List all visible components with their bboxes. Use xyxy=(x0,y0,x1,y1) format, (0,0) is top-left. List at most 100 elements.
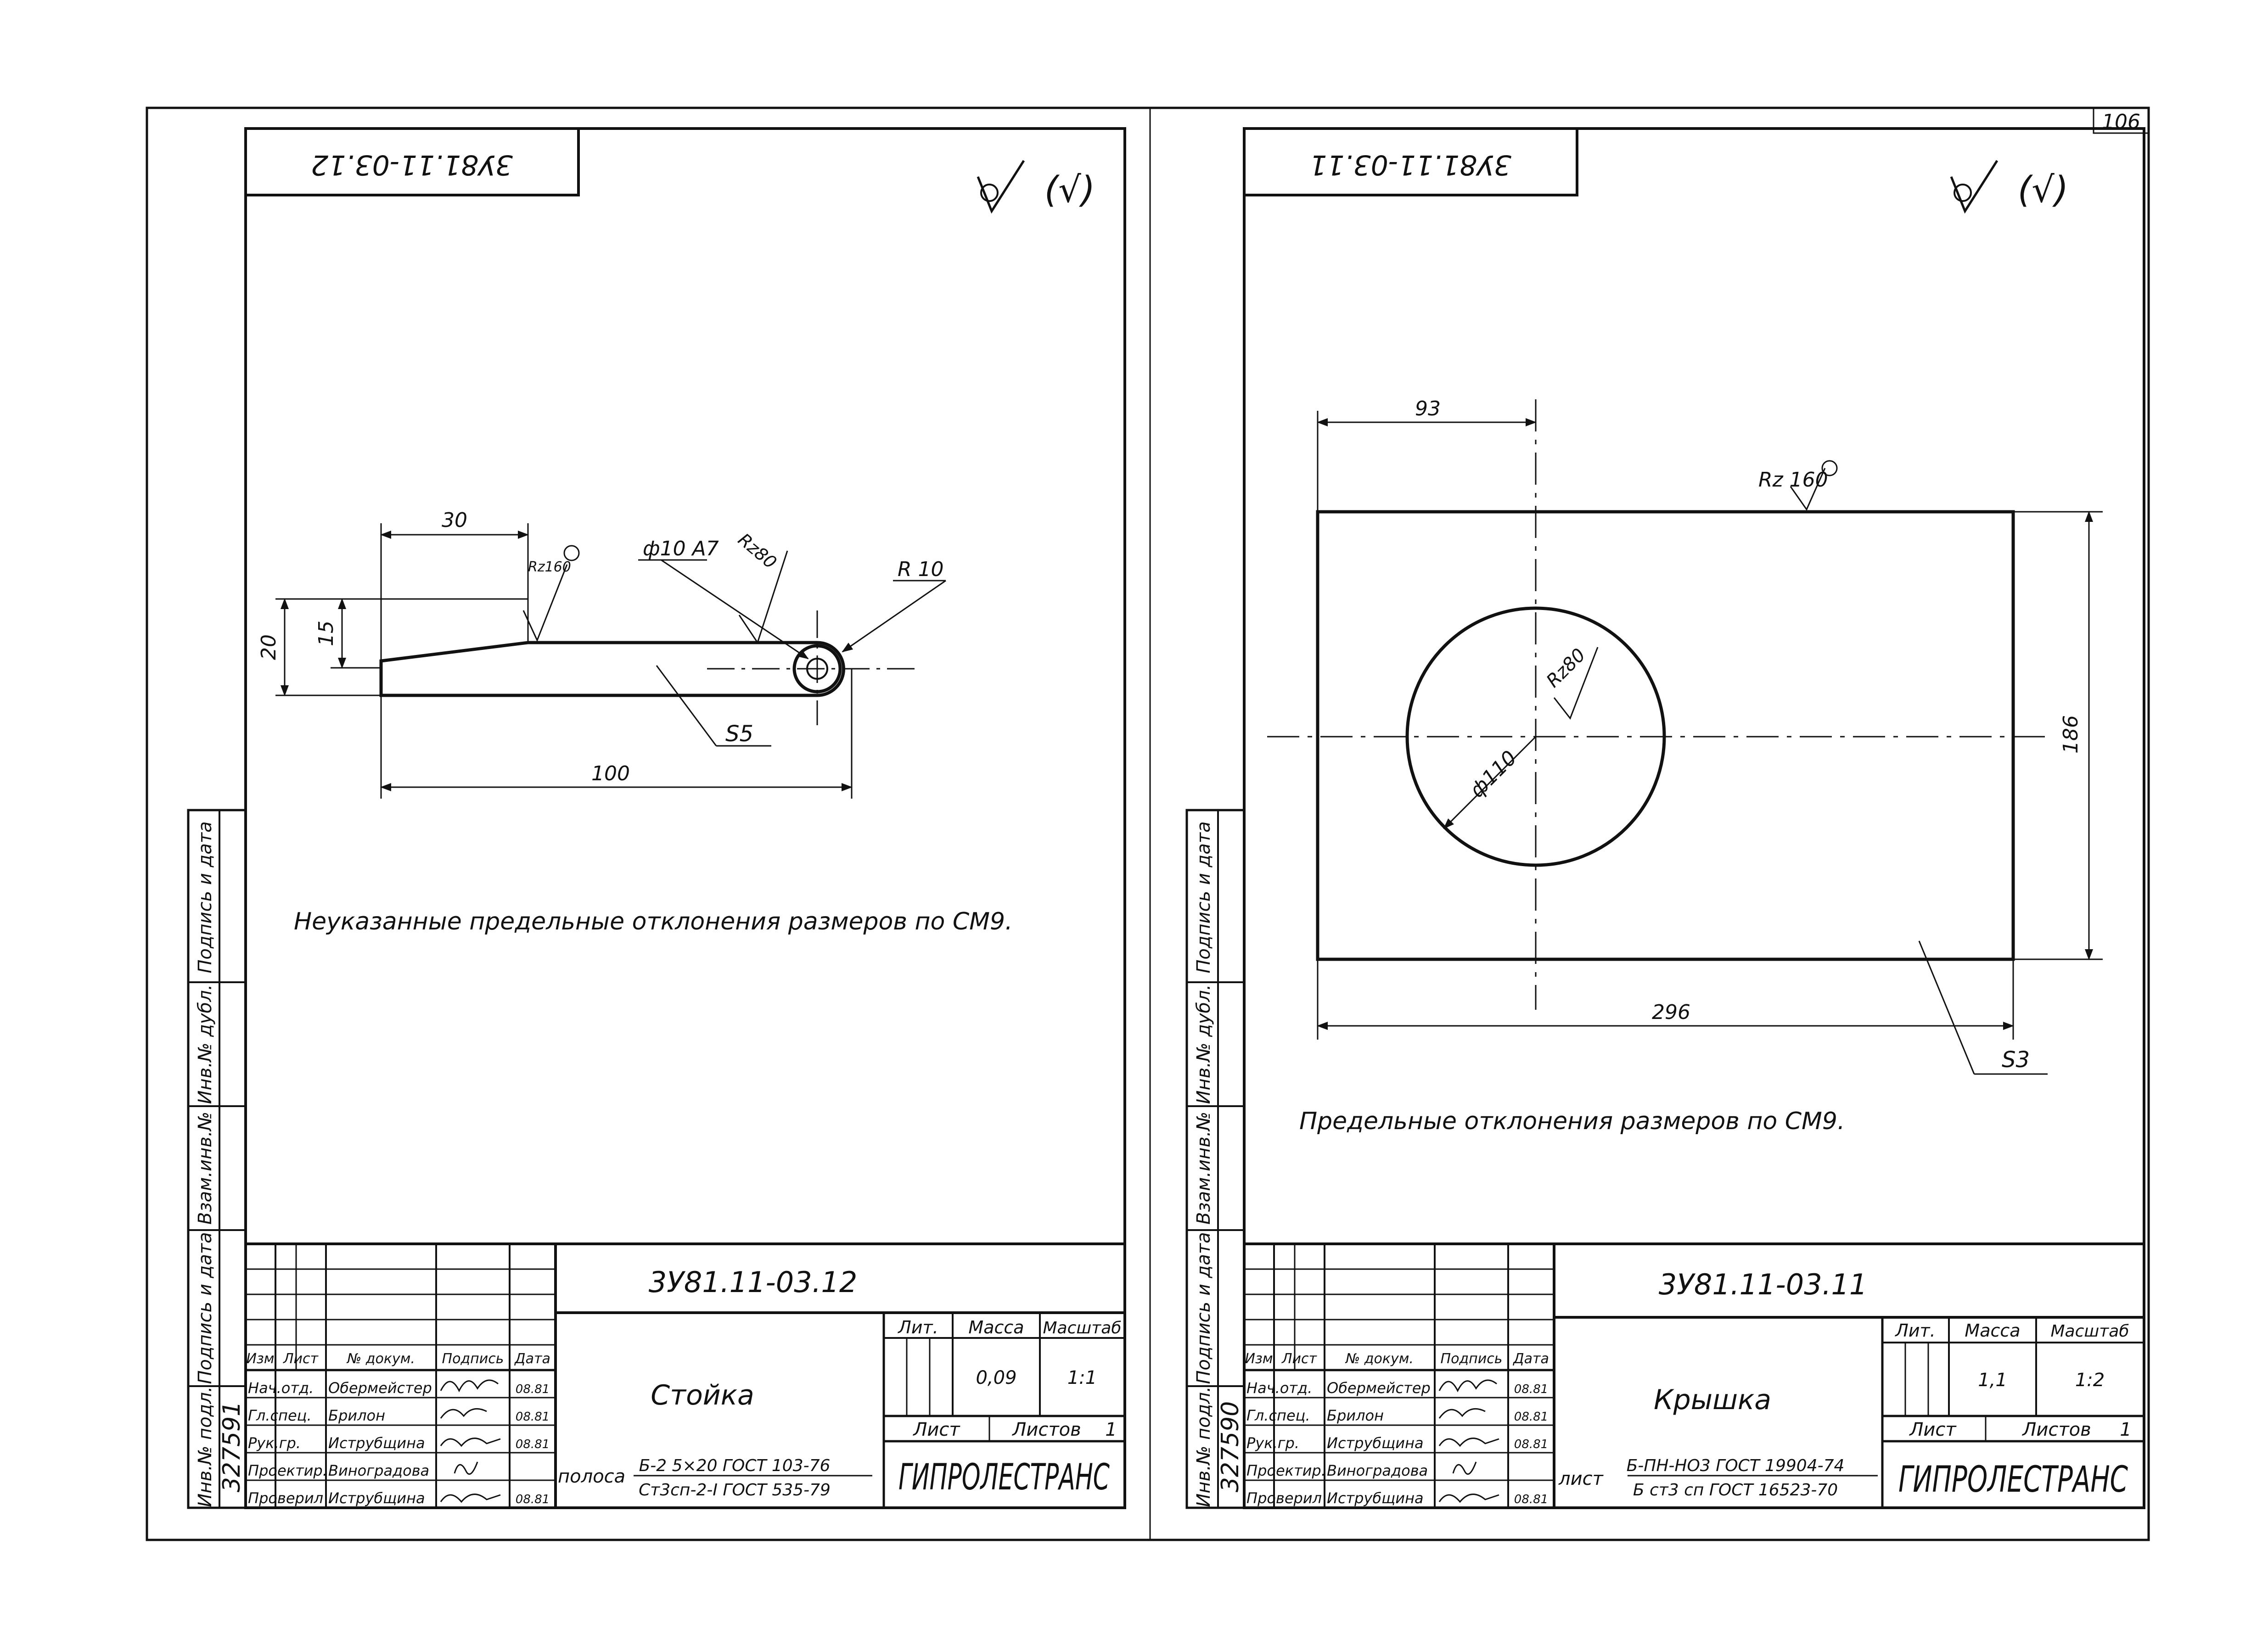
left-person-2: Брилон xyxy=(328,1407,385,1424)
right-role-2: Гл.спец. xyxy=(1246,1407,1310,1424)
left-lit-label: Лит. xyxy=(897,1317,938,1337)
right-stamp-label-3: Взам.инв.№ xyxy=(1193,1112,1214,1225)
left-sheet-frame xyxy=(244,127,1126,1509)
right-head-doc: № докум. xyxy=(1345,1351,1414,1367)
left-date-1: 08.81 xyxy=(516,1382,550,1396)
left-head-date: Дата xyxy=(514,1351,550,1367)
right-rotated-code: 3У81.11-03.11 xyxy=(1309,149,1511,181)
left-mass-value: 0,09 xyxy=(976,1367,1016,1388)
right-hole-label: ф110 xyxy=(1465,746,1521,802)
left-mass-label: Масса xyxy=(968,1317,1024,1337)
left-date-2: 08.81 xyxy=(516,1410,550,1424)
left-person-1: Обермейстер xyxy=(328,1379,432,1397)
right-signatures xyxy=(1438,1379,1499,1503)
left-stamp-label-3: Взам.инв.№ xyxy=(195,1112,216,1225)
right-inv-number: 327590 xyxy=(1217,1401,1244,1493)
left-dimension-lines xyxy=(275,523,946,799)
left-head-sign: Подпись xyxy=(442,1351,504,1367)
left-dim-left-inner: 15 xyxy=(314,621,338,646)
left-material-line2: Ст3сп-2-I ГОСТ 535-79 xyxy=(639,1481,831,1500)
right-date-1: 08.81 xyxy=(1514,1382,1548,1396)
left-title-code: 3У81.11-03.12 xyxy=(649,1265,858,1299)
right-role-1: Нач.отд. xyxy=(1246,1379,1312,1397)
right-side-stamp xyxy=(1185,809,1246,1509)
right-note: Предельные отклонения размеров по СМ9. xyxy=(1299,1108,1845,1135)
right-person-2: Брилон xyxy=(1327,1407,1384,1424)
right-stamp-label-5: Инв.№ подл. xyxy=(1193,1386,1214,1507)
left-signatures xyxy=(440,1379,501,1503)
left-title-block-grid xyxy=(246,1242,1125,1508)
left-role-2: Гл.спец. xyxy=(248,1407,312,1424)
left-dim-top: 30 xyxy=(442,509,467,532)
left-roughness-symbol xyxy=(977,160,1025,214)
left-thickness-label: S5 xyxy=(725,721,753,747)
left-person-3: Иструбщина xyxy=(328,1434,425,1452)
left-role-5: Проверил xyxy=(248,1489,323,1507)
left-role-4: Проектир. xyxy=(248,1462,327,1479)
right-date-2: 08.81 xyxy=(1514,1410,1548,1424)
right-mass-label: Масса xyxy=(1965,1321,2020,1341)
right-sheet: 3У81.11-03.11 (√) xyxy=(1185,127,2145,1509)
left-person-4: Виноградова xyxy=(328,1462,429,1479)
left-person-5: Иструбщина xyxy=(328,1489,425,1507)
right-scale-label: Масштаб xyxy=(2050,1322,2129,1341)
left-role-1: Нач.отд. xyxy=(248,1379,314,1397)
right-dim-top: 93 xyxy=(1415,397,1441,420)
right-head-list: Лист xyxy=(1281,1351,1318,1367)
right-role-4: Проектир. xyxy=(1246,1462,1326,1479)
right-date-5: 08.81 xyxy=(1514,1493,1548,1506)
right-roughness-paren: (√) xyxy=(2018,169,2069,211)
left-side-stamp xyxy=(187,809,247,1509)
right-head-date: Дата xyxy=(1512,1351,1549,1367)
left-scale-value: 1:1 xyxy=(1067,1367,1097,1388)
left-material-line1: Б-2 5×20 ГОСТ 103-76 xyxy=(639,1456,831,1475)
page-number-box xyxy=(2093,107,2150,134)
right-person-5: Иструбщина xyxy=(1327,1489,1424,1507)
right-dimension-lines xyxy=(1317,411,2103,1075)
left-part-name: Стойка xyxy=(651,1379,754,1411)
left-stamp-label-4: Подпись и дата xyxy=(195,1232,216,1384)
right-title-code: 3У81.11-03.11 xyxy=(1659,1268,1868,1301)
left-sheet: 3У81.11-03.12 (√) xyxy=(187,127,1126,1509)
page-number: 106 xyxy=(2102,110,2140,134)
left-stamp-label-1: Подпись и дата xyxy=(195,821,216,973)
right-title-block-grid xyxy=(1244,1242,2144,1508)
right-role-5: Проверил xyxy=(1246,1489,1322,1507)
right-material-kind: лист xyxy=(1558,1468,1604,1489)
right-scale-value: 1:2 xyxy=(2075,1370,2105,1391)
right-code-box xyxy=(1243,127,1578,196)
right-head-sign: Подпись xyxy=(1441,1351,1503,1367)
left-stamp-label-5: Инв.№ подл. xyxy=(195,1386,216,1507)
left-sheets-label: Листов xyxy=(1011,1419,1081,1440)
right-part-outline xyxy=(1267,399,2052,1010)
left-dim-left-outer: 20 xyxy=(257,634,281,660)
left-date-3: 08.81 xyxy=(516,1438,550,1451)
left-scale-label: Масштаб xyxy=(1043,1319,1121,1337)
right-dim-bottom: 296 xyxy=(1652,1001,1690,1024)
right-sheets-count: 1 xyxy=(2120,1419,2131,1440)
right-role-3: Рук.гр. xyxy=(1246,1434,1299,1452)
left-sheets-count: 1 xyxy=(1105,1419,1117,1440)
left-material-kind: полоса xyxy=(558,1466,625,1487)
right-stamp-label-4: Подпись и дата xyxy=(1193,1232,1214,1384)
right-material-line1: Б-ПН-НО3 ГОСТ 19904-74 xyxy=(1627,1456,1845,1475)
right-stamp-label-1: Подпись и дата xyxy=(1193,821,1214,973)
left-hole-label: ф10 А7 xyxy=(643,537,719,560)
left-part-outline xyxy=(379,610,918,725)
right-thickness-label: S3 xyxy=(2002,1047,2030,1073)
left-radius-label: R 10 xyxy=(898,558,944,581)
right-part-name: Крышка xyxy=(1654,1384,1771,1416)
right-dim-right: 186 xyxy=(2059,715,2083,754)
right-material-line2: Б ст3 сп ГОСТ 16523-70 xyxy=(1633,1481,1838,1500)
left-org-name: ГИПРОЛЕСТРАНС xyxy=(898,1457,1110,1498)
left-roughness-paren: (√) xyxy=(1044,169,1095,211)
left-head-izm: Изм xyxy=(246,1351,274,1367)
right-person-1: Обермейстер xyxy=(1327,1379,1431,1397)
right-stamp-label-2: Инв.№ дубл. xyxy=(1193,985,1214,1104)
right-sheet-label: Лист xyxy=(1909,1419,1957,1440)
left-sheet-label: Лист xyxy=(912,1419,960,1440)
right-person-3: Иструбщина xyxy=(1327,1434,1424,1452)
left-role-3: Рук.гр. xyxy=(248,1434,301,1452)
right-edge-roughness: Rz 160 xyxy=(1758,468,1828,492)
